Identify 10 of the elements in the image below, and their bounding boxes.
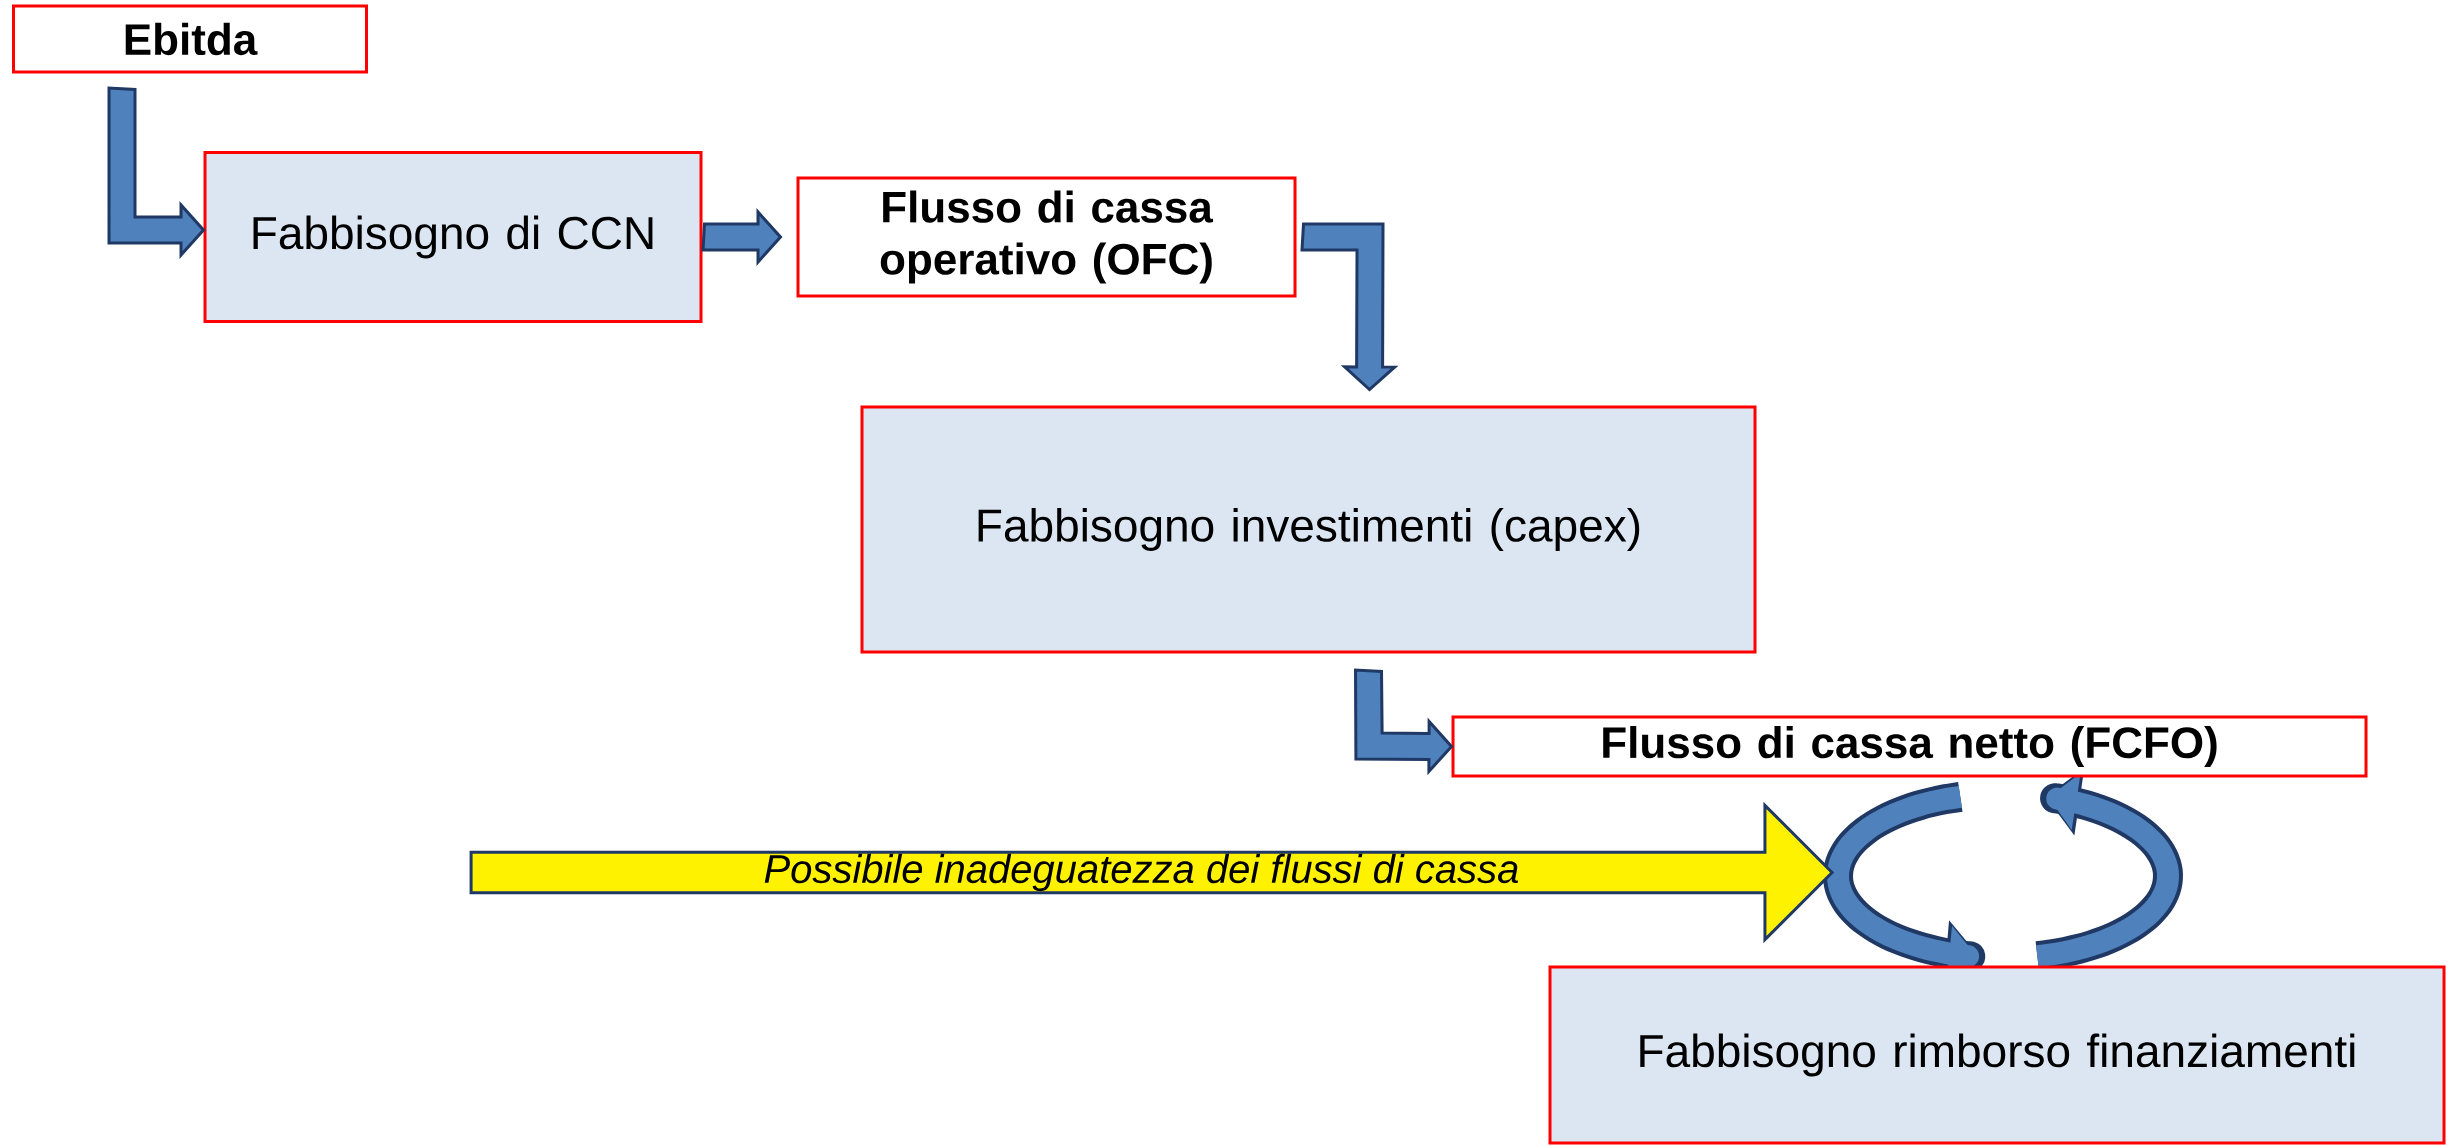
block-arrow [1354, 668, 1454, 776]
process-box: Fabbisogno di CCN [203, 151, 703, 323]
label-box: Flusso di cassa netto (FCFO) [1451, 715, 2368, 778]
label-box: Ebitda [12, 4, 368, 74]
process-box: Fabbisogno rimborso finanziamenti [1548, 965, 2446, 1145]
label-box: Flusso di cassa operativo (OFC) [796, 176, 1297, 298]
process-box: Fabbisogno investimenti (capex) [860, 405, 1757, 654]
block-arrow [701, 208, 783, 266]
block-arrow [107, 86, 206, 259]
block-arrow [1300, 222, 1399, 392]
